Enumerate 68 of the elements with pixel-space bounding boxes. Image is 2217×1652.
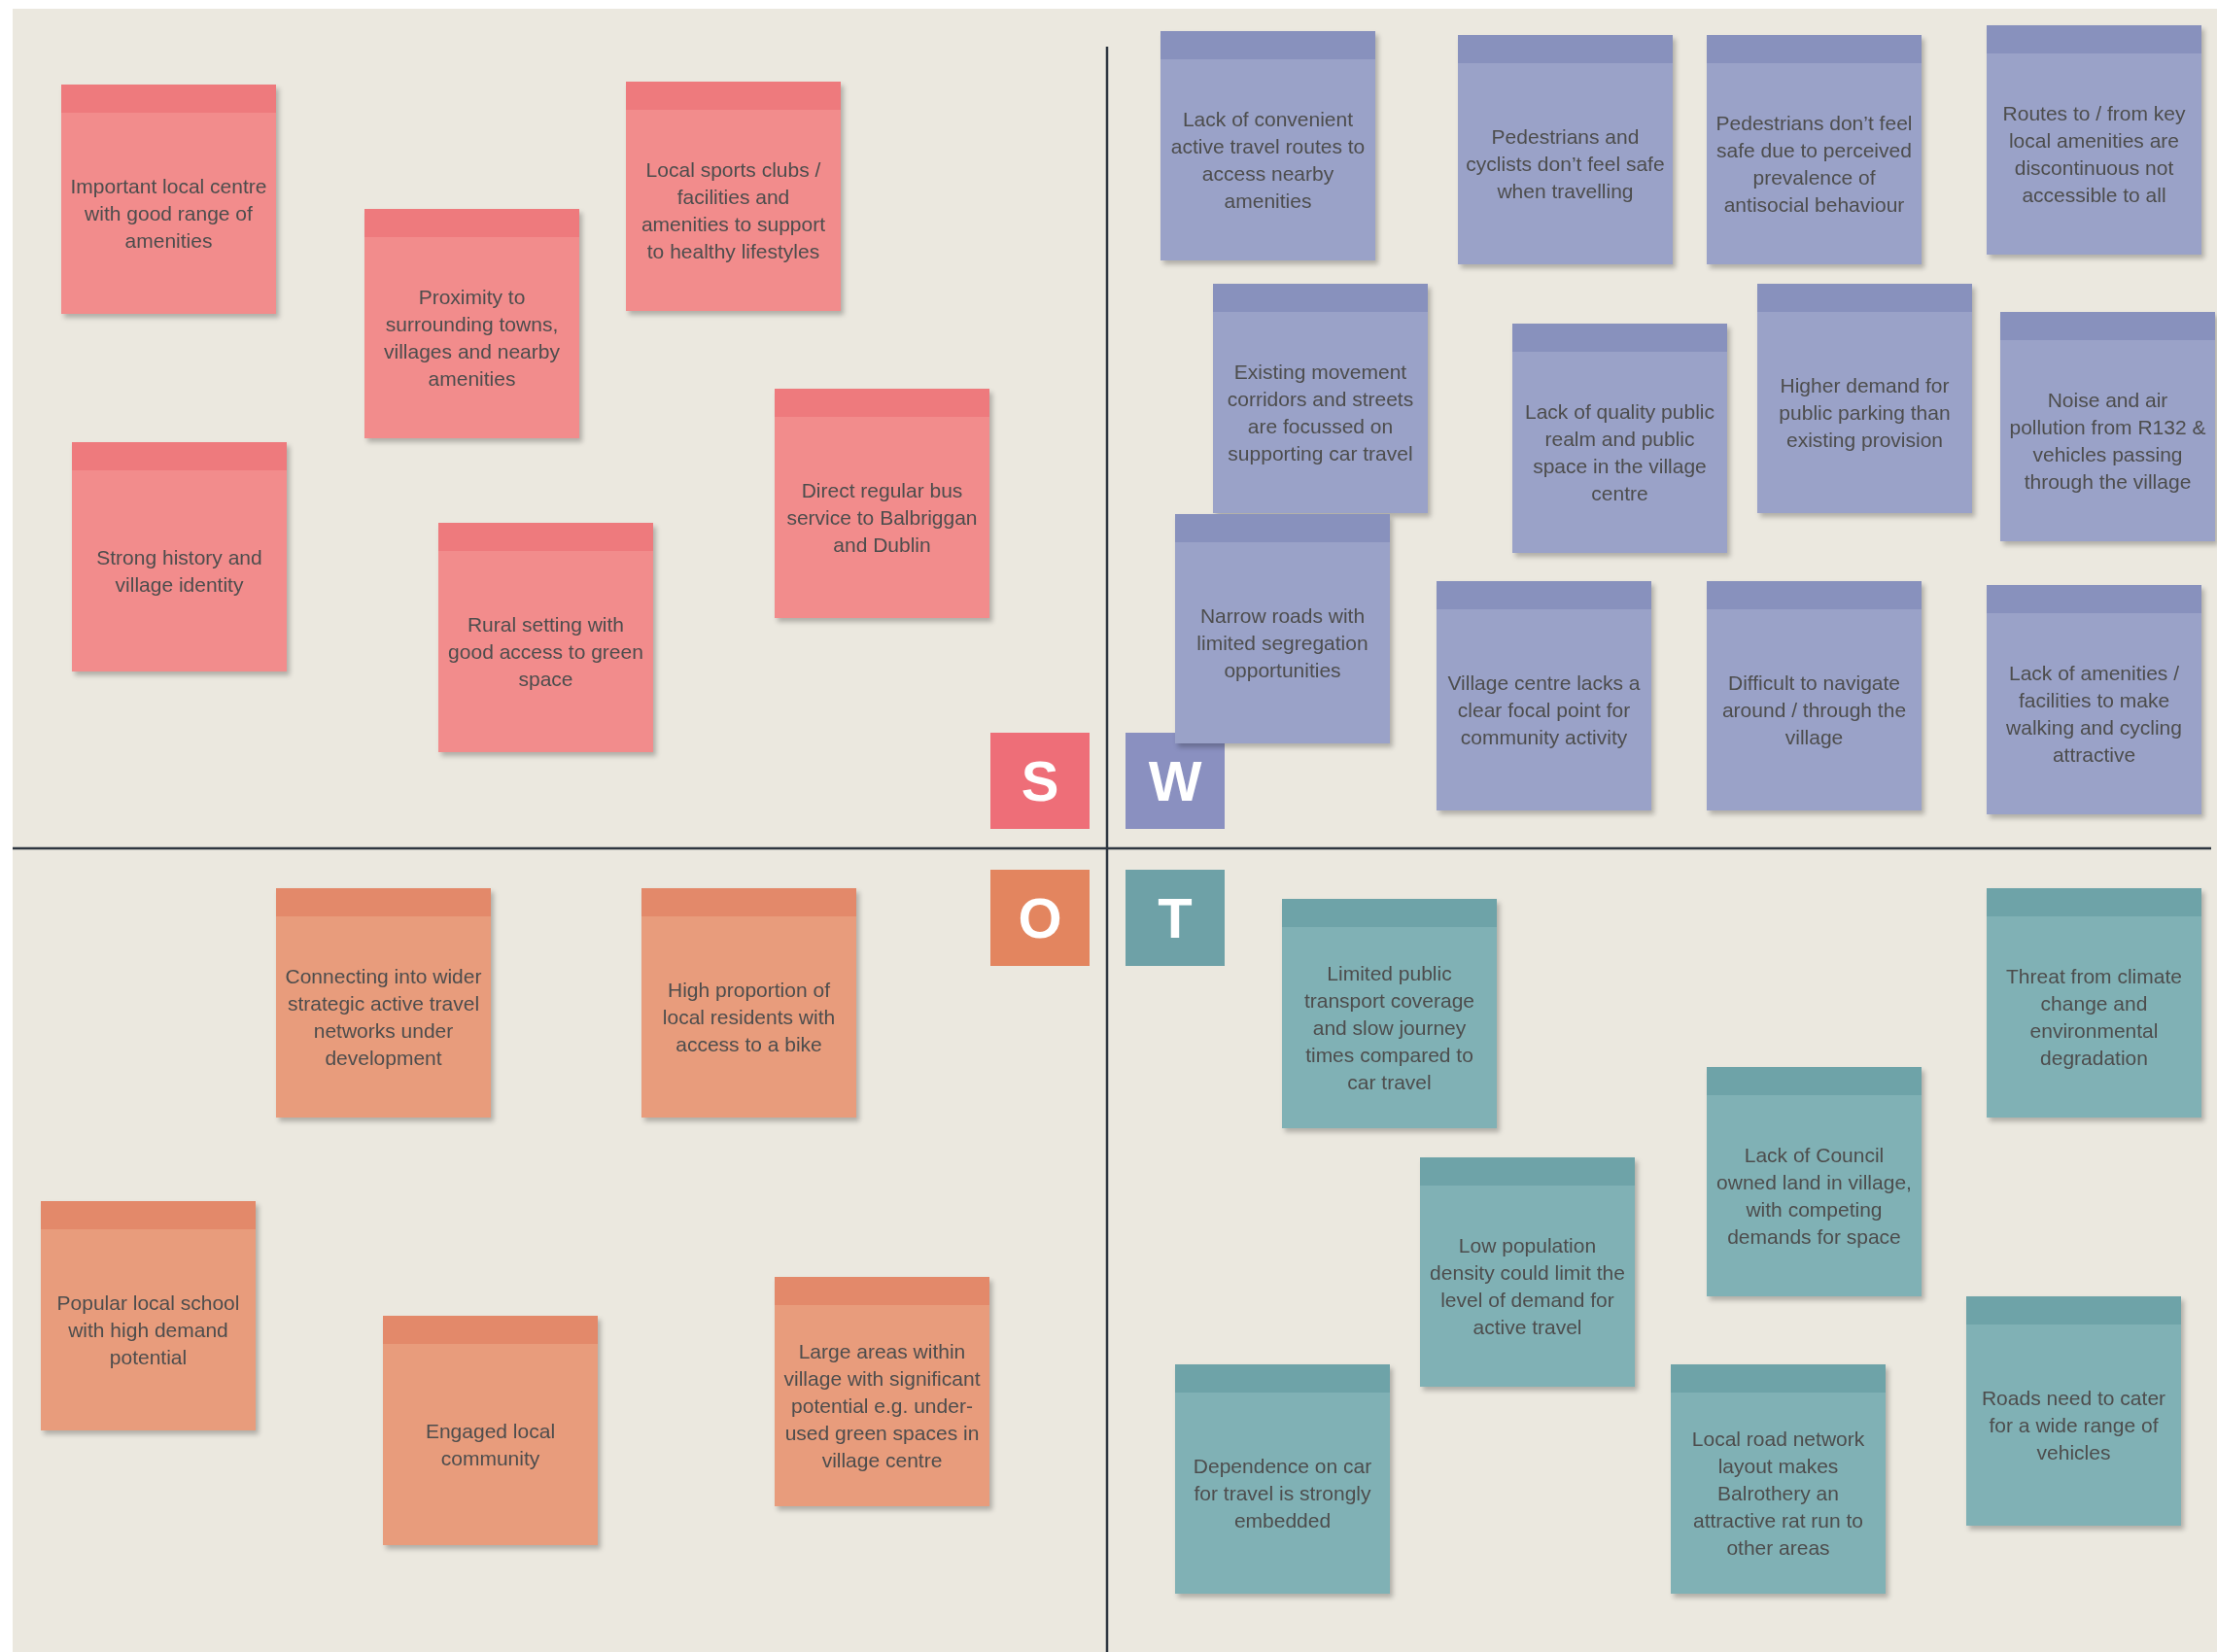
note-text: Pedestrians and cyclists don’t feel safe when travelling — [1466, 123, 1665, 204]
note-text: Large areas within village with significant potential e.g. under-used green spaces in village centre — [782, 1338, 982, 1473]
note-text: Existing movement corridors and streets are focussed on supporting car travel — [1226, 359, 1415, 466]
quadrant-letter: T — [1158, 885, 1193, 950]
sticky-note — [1671, 1364, 1886, 1594]
sticky-note — [438, 523, 653, 752]
note-text: Lack of amenities / facilities to make walking and cycling attractive — [2005, 660, 2183, 768]
note-text: Rural setting with good access to green space — [447, 611, 644, 692]
sticky-note — [1437, 581, 1651, 810]
quadrant-letter: W — [1148, 748, 1202, 813]
note-text: High proportion of local residents with access to a bike — [661, 977, 837, 1057]
sticky-note — [1987, 25, 2201, 255]
sticky-note — [1966, 1296, 2181, 1526]
quadrant-letter-tile — [990, 870, 1090, 966]
note-text: Difficult to navigate around / through the village — [1720, 670, 1908, 750]
sticky-note — [2000, 312, 2215, 541]
sticky-note — [41, 1201, 256, 1430]
sticky-note — [1987, 585, 2201, 814]
quadrant-letter-tile — [1126, 733, 1225, 829]
note-text: Connecting into wider strategic active travel networks under development — [284, 963, 483, 1071]
sticky-note — [276, 888, 491, 1118]
note-text: Village centre lacks a clear focal point for community activity — [1446, 670, 1642, 750]
note-text: Roads need to cater for a wide range of vehicles — [1980, 1385, 2167, 1465]
note-text: Direct regular bus service to Balbriggan and Dublin — [785, 477, 979, 558]
note-text: Important local centre with good range of amenities — [69, 173, 268, 254]
quadrant-letter: O — [1018, 885, 1062, 950]
note-text: Pedestrians don’t feel safe due to perceived prevalence of antisocial behaviour — [1715, 110, 1914, 218]
sticky-note — [364, 209, 579, 438]
note-text: Noise and air pollution from R132 & vehicles passing through the village — [2008, 387, 2207, 495]
sticky-note — [1707, 35, 1922, 264]
sticky-note — [1458, 35, 1673, 264]
sticky-note — [61, 85, 276, 314]
sticky-note — [1213, 284, 1428, 513]
note-text: Higher demand for public parking than existing provision — [1778, 372, 1952, 453]
note-text: Lack of quality public realm and public space in the village centre — [1524, 398, 1715, 506]
sticky-note — [1175, 1364, 1390, 1594]
note-text: Proximity to surrounding towns, villages and nearby amenities — [383, 284, 561, 392]
note-text: Local road network layout makes Balrothery an attractive rat run to other areas — [1690, 1426, 1866, 1561]
sticky-note — [1707, 1067, 1922, 1296]
note-text: Engaged local community — [424, 1418, 557, 1471]
note-text: Low population density could limit the level of demand for active travel — [1429, 1232, 1626, 1340]
sticky-note — [1512, 324, 1727, 553]
note-text: Dependence on car for travel is strongly embedded — [1192, 1453, 1373, 1533]
note-text: Limited public transport coverage and slow journey times compared to car travel — [1302, 960, 1476, 1095]
quadrant-letter-tile — [1126, 870, 1225, 966]
sticky-note — [383, 1316, 598, 1545]
sticky-note — [626, 82, 841, 311]
note-text: Routes to / from key local amenities are discontinuous not accessible to all — [2001, 100, 2187, 208]
note-text: Lack of convenient active travel routes to access nearby amenities — [1169, 106, 1367, 214]
sticky-note — [1420, 1157, 1635, 1387]
sticky-note — [1175, 514, 1390, 743]
note-text: Popular local school with high demand potential — [55, 1290, 241, 1370]
sticky-note — [641, 888, 856, 1118]
sticky-note — [1160, 31, 1375, 260]
note-text: Strong history and village identity — [95, 544, 263, 598]
note-text: Narrow roads with limited segregation opportunities — [1195, 602, 1369, 683]
note-text: Threat from climate change and environmental degradation — [2005, 963, 2183, 1071]
sticky-note — [775, 1277, 989, 1506]
note-text: Lack of Council owned land in village, with competing demands for space — [1715, 1142, 1913, 1250]
note-text: Local sports clubs / facilities and amenities to support to healthy lifestyles — [640, 156, 827, 264]
quadrant-letter: S — [1021, 748, 1059, 813]
sticky-note — [72, 442, 287, 671]
sticky-note — [1757, 284, 1972, 513]
quadrant-letter-tile — [990, 733, 1090, 829]
sticky-note — [1707, 581, 1922, 810]
sticky-note — [1282, 899, 1497, 1128]
sticky-note — [775, 389, 989, 618]
sticky-note — [1987, 888, 2201, 1118]
